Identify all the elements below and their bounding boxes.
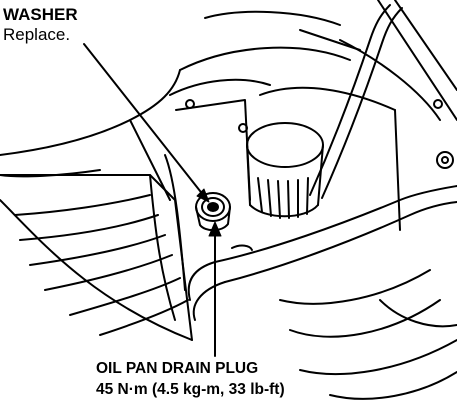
- washer-instruction: Replace.: [3, 25, 71, 44]
- washer-arrowhead: [196, 188, 210, 203]
- leader-lines: [83, 43, 222, 357]
- washer-label: WASHER: [3, 5, 78, 24]
- lower-arm: [299, 299, 457, 400]
- oil-filter: [246, 122, 324, 219]
- washer-leader: [83, 43, 205, 197]
- engine-block: [0, 10, 443, 231]
- plug-arrowhead: [208, 221, 222, 237]
- drain-plug-torque: 45 N·m (4.5 kg-m, 33 lb-ft): [96, 381, 285, 398]
- oil-pan: [0, 154, 193, 341]
- crossmember: [187, 185, 457, 338]
- hose-lines: [309, 0, 457, 199]
- drain-plug-label: OIL PAN DRAIN PLUG: [96, 360, 259, 377]
